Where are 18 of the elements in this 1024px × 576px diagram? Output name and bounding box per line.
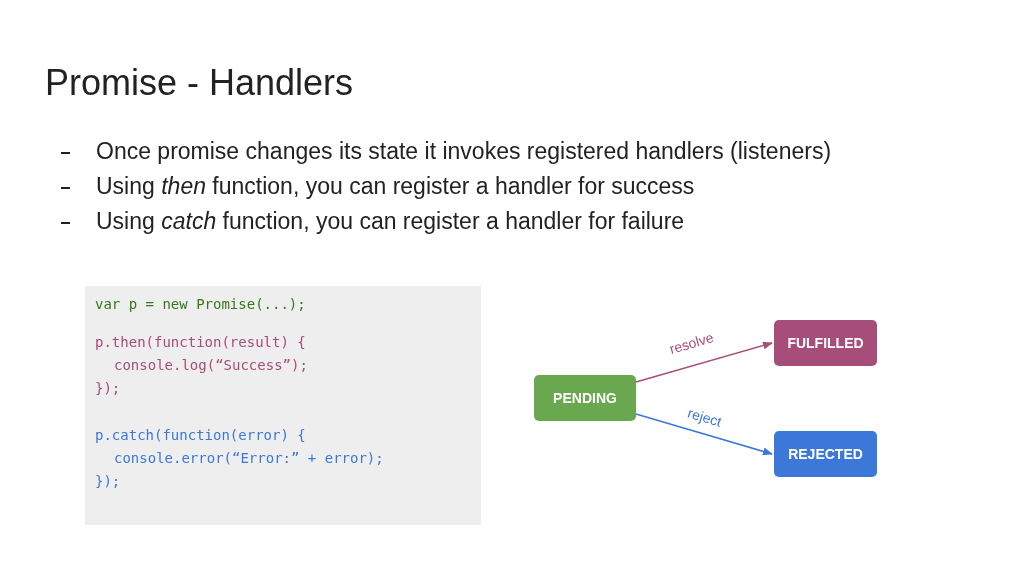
edge-label: reject (686, 404, 724, 430)
code-line: p.catch(function(error) { (95, 427, 306, 443)
code-line: }); (95, 473, 121, 489)
code-line: }); (95, 380, 121, 396)
code-line: p.then(function(result) { (95, 334, 306, 350)
bullet-text: Using catch function, you can register a handler for failure (96, 208, 685, 235)
state-box: PENDING (534, 375, 636, 421)
edge-label: resolve (667, 328, 716, 357)
bullet-text: Once promise changes its state it invokes registered handlers (listeners) (96, 138, 832, 165)
slide-title: Promise - Handlers (45, 62, 354, 104)
code-line: console.error(“Error:” + error); (114, 450, 384, 466)
state-box: REJECTED (774, 431, 877, 477)
arrow (635, 413, 773, 456)
code-line: var p = new Promise(...); (95, 296, 306, 312)
arrow (635, 341, 773, 383)
code-line: console.log(“Success”); (114, 357, 308, 373)
state-box: FULFILLED (774, 320, 877, 366)
bullet-text: Using then function, you can register a handler for success (96, 173, 695, 200)
